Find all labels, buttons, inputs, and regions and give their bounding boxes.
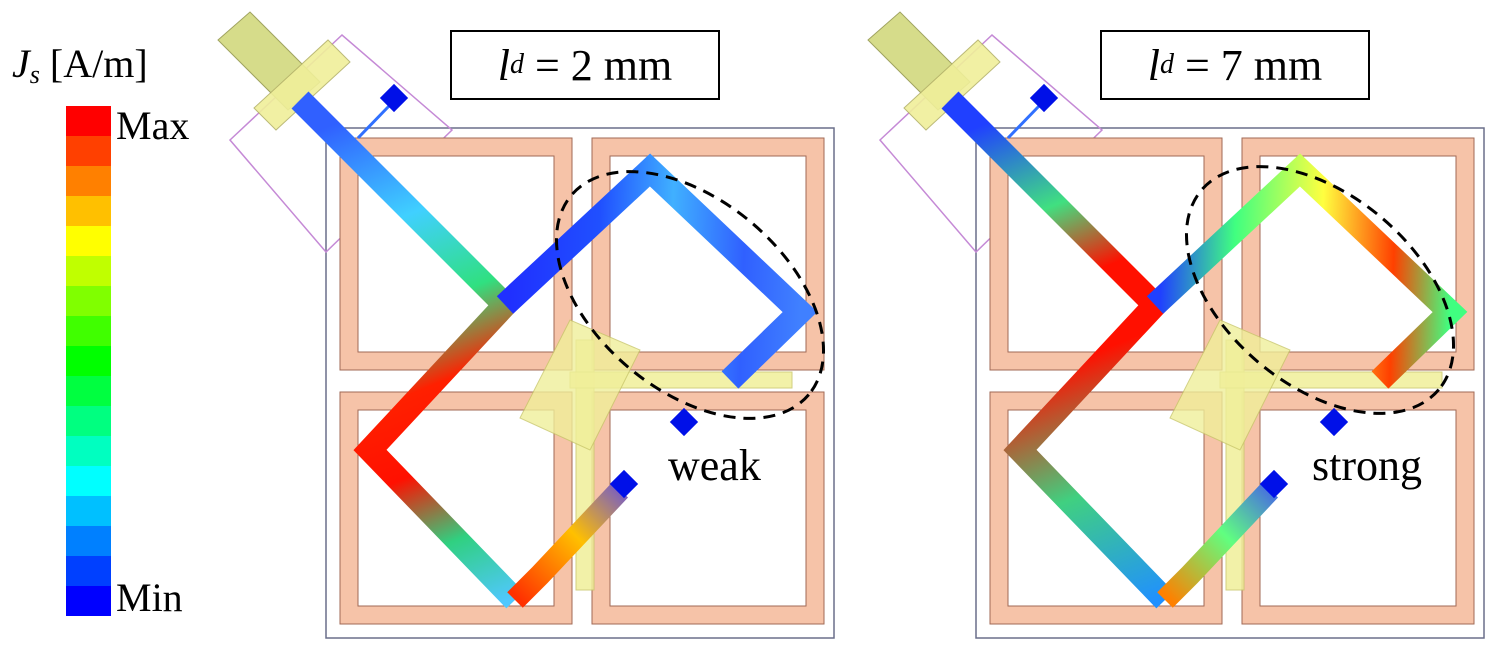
colorbar-step [66,226,111,256]
colorbar-step [66,436,111,466]
param-symbol: l [497,40,510,90]
colorbar-step [66,286,111,316]
colorbar-step [66,136,111,166]
param-subscript: d [1159,49,1174,80]
stub-line [1006,103,1042,140]
coupling-annotation: weak [668,441,761,490]
colorbar-step [66,586,111,616]
legend-unit: [A/m] [49,41,148,86]
current-trace-upper [1146,153,1468,389]
pad-square [1029,83,1059,113]
colorbar-step [66,316,111,346]
coax-flange [253,39,351,131]
colorbar-min-label: Min [116,575,183,620]
feed-patch [1169,319,1291,451]
colorbar-step [66,106,111,136]
current-trace-lower [507,482,629,608]
current-trace-main [291,91,524,609]
colorbar-step [66,556,111,586]
board-outline [975,127,1485,639]
colorbar-step [66,376,111,406]
param-value: = 2 mm [534,40,673,90]
legend-title: Js [A/m] [12,40,148,90]
current-trace-lower [1157,482,1279,608]
antenna-current-plot [217,11,835,639]
colorbar-step [66,496,111,526]
colorbar-step [66,256,111,286]
pad-square [1259,469,1289,499]
colorbar-step [66,466,111,496]
colorbar-step [66,526,111,556]
antenna-current-plot [867,11,1485,639]
pad-square [609,469,639,499]
feed-patch [519,319,641,451]
stub-line [356,103,392,140]
colorbar-step [66,346,111,376]
coax-flange [903,39,1001,131]
colorbar-step [66,406,111,436]
pad-square [669,407,699,437]
pad-square [1319,407,1349,437]
legend-symbol: J [12,41,30,86]
param-value: = 7 mm [1184,40,1323,90]
coupling-annotation: strong [1312,441,1422,490]
board-outline [325,127,835,639]
colorbar-step [66,196,111,226]
param-subscript: d [509,49,524,80]
highlight-ellipse [554,170,826,420]
colorbar [66,106,111,616]
param-symbol: l [1147,40,1160,90]
colorbar-step [66,166,111,196]
colorbar-max-label: Max [116,103,190,148]
current-trace-main [941,91,1174,609]
current-trace-upper [496,153,818,389]
legend-subscript: s [29,60,40,89]
ring-inner [609,409,807,607]
